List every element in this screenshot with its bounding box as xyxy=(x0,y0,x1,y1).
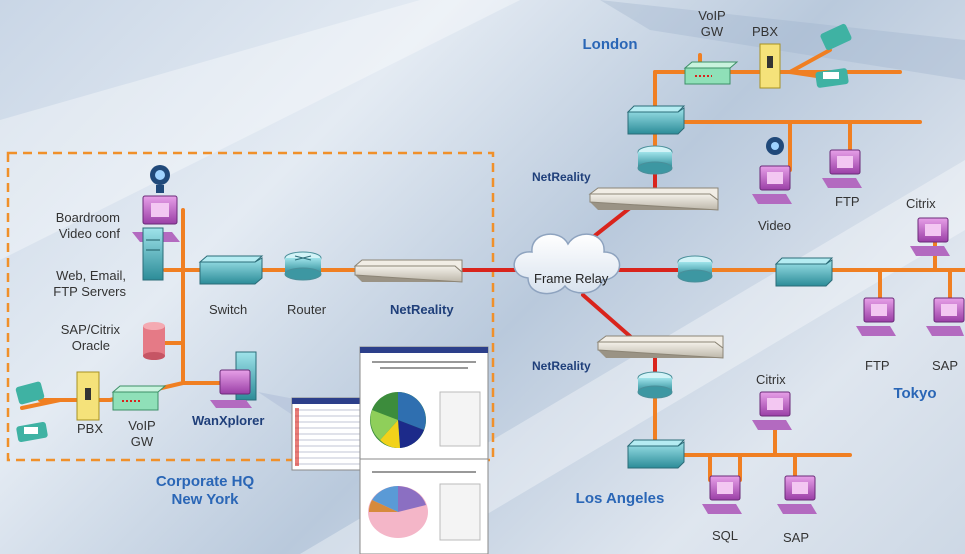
la-netreality-label: NetReality xyxy=(532,359,591,373)
london-router-icon xyxy=(637,145,673,175)
webcam-icon xyxy=(150,165,170,193)
la-sql-workstation-icon xyxy=(702,475,742,514)
hq-netreality-label: NetReality xyxy=(390,302,454,317)
la-netreality-icon xyxy=(596,335,724,359)
la-switch-icon xyxy=(626,439,686,469)
london-phone-icon xyxy=(820,23,852,51)
switch-label: Switch xyxy=(209,302,248,317)
video-conf-label: Video conf xyxy=(58,226,120,241)
wanxplorer-screenshot-pie-bottom xyxy=(359,458,489,554)
hq-title-line2: New York xyxy=(171,491,239,508)
london-video-label: Video xyxy=(758,218,792,233)
london-gw-label: GW xyxy=(700,24,724,39)
london-voip-label: VoIP xyxy=(698,8,726,23)
london-netreality-label: NetReality xyxy=(532,170,591,184)
ftp-servers-label: FTP Servers xyxy=(53,284,126,299)
hq-boundary xyxy=(6,151,495,462)
hq-voip-label: VoIP xyxy=(128,418,156,433)
router-label: Router xyxy=(287,302,327,317)
tokyo-ftp-workstation-icon xyxy=(856,297,896,336)
callout-beam xyxy=(258,392,300,420)
router-icon xyxy=(284,251,322,281)
tokyo-citrix-workstation-icon xyxy=(910,217,950,256)
london-ftp-label: FTP xyxy=(835,194,860,209)
frame-relay-cloud xyxy=(513,233,621,295)
tokyo-ftp-label: FTP xyxy=(865,358,890,373)
london-netreality-icon xyxy=(588,187,719,211)
pbx-icon xyxy=(76,371,100,421)
tokyo-switch-icon xyxy=(774,257,834,287)
london-voip-gateway-icon xyxy=(683,61,739,85)
fax-icon xyxy=(16,421,48,443)
la-citrix-workstation-icon xyxy=(752,391,792,430)
wanxplorer-screenshot-list xyxy=(291,397,368,471)
la-sql-label: SQL xyxy=(712,528,739,543)
server-icon xyxy=(142,227,164,281)
la-router-icon xyxy=(637,371,673,399)
london-pbx-label: PBX xyxy=(752,24,779,39)
london-title: London xyxy=(582,36,638,53)
tokyo-citrix-label: Citrix xyxy=(906,196,936,211)
sap-citrix-label: SAP/Citrix xyxy=(60,322,120,337)
la-sap-label: SAP xyxy=(783,530,810,545)
switch-icon xyxy=(198,255,264,285)
tokyo-sap-label: SAP xyxy=(932,358,959,373)
phone-icon xyxy=(15,381,45,405)
london-fax-icon xyxy=(815,68,849,88)
netreality-appliance-icon xyxy=(353,259,463,283)
web-email-label: Web, Email, xyxy=(56,268,126,283)
oracle-label: Oracle xyxy=(71,338,110,353)
la-citrix-label: Citrix xyxy=(756,372,786,387)
london-video-workstation-icon xyxy=(752,165,792,204)
database-icon xyxy=(143,322,165,360)
hq-gw-label: GW xyxy=(130,434,154,449)
wanxplorer-label: WanXplorer xyxy=(192,413,265,428)
tokyo-router-icon xyxy=(677,255,713,283)
wanxplorer-icon xyxy=(210,351,257,408)
hq-title-line1: Corporate HQ xyxy=(155,473,255,490)
hq-pbx-label: PBX xyxy=(77,421,104,436)
london-webcam-icon xyxy=(766,137,784,155)
voip-gateway-icon xyxy=(111,385,167,411)
wanxplorer-screenshot-pie-top xyxy=(359,346,489,460)
london-switch-icon xyxy=(626,105,686,135)
london-pbx-icon xyxy=(759,43,781,89)
tokyo-sap-workstation-icon xyxy=(926,297,965,336)
tokyo-title: Tokyo xyxy=(893,385,937,402)
frame-relay-label: Frame Relay xyxy=(534,271,609,286)
la-title: Los Angeles xyxy=(575,490,665,507)
boardroom-label: Boardroom xyxy=(55,210,120,225)
london-ftp-workstation-icon xyxy=(822,149,862,188)
la-sap-workstation-icon xyxy=(777,475,817,514)
